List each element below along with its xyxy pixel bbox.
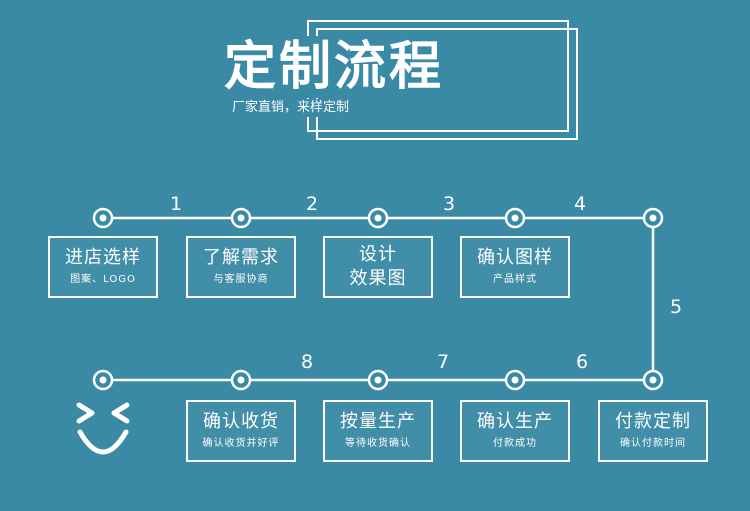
step-title: 付款定制 [615, 411, 691, 432]
step-number-7: 7 [436, 351, 450, 373]
node-dot [237, 214, 245, 222]
step-box-confirm-production: 确认生产 付款成功 [460, 400, 570, 462]
page-title: 定制流程 [218, 36, 451, 98]
step-subtitle: 与客服协商 [213, 274, 269, 285]
step-number-8: 8 [300, 351, 314, 373]
step-box-payment: 付款定制 确认付款时间 [598, 400, 708, 462]
step-number-3: 3 [442, 193, 456, 215]
step-box-select-style: 进店选样 图案、LOGO [48, 236, 158, 298]
step-title-line2: 效果图 [349, 268, 407, 289]
step-subtitle: 确认收货并好评 [202, 438, 280, 449]
step-title: 了解需求 [203, 247, 279, 268]
step-title: 按量生产 [340, 411, 416, 432]
step-number-2: 2 [305, 193, 319, 215]
step-subtitle: 等待收货确认 [345, 438, 411, 449]
step-title-line1: 设计 [359, 244, 397, 265]
step-box-understand-needs: 了解需求 与客服协商 [186, 236, 296, 298]
step-subtitle: 确认付款时间 [620, 438, 686, 449]
step-subtitle: 图案、LOGO [70, 274, 136, 285]
node-dot [237, 376, 245, 384]
step-box-mass-production: 按量生产 等待收货确认 [323, 400, 433, 462]
step-box-confirm-receipt: 确认收货 确认收货并好评 [186, 400, 296, 462]
smiley-face-icon [76, 402, 130, 455]
page-subtitle: 厂家直销，来样定制 [228, 99, 354, 117]
step-number-6: 6 [575, 351, 589, 373]
node-dot [99, 376, 107, 384]
step-title: 确认收货 [203, 411, 279, 432]
step-subtitle: 产品样式 [493, 274, 537, 285]
node-dot [649, 376, 657, 384]
step-subtitle: 付款成功 [493, 438, 537, 449]
step-number-5: 5 [669, 296, 683, 318]
step-number-4: 4 [573, 193, 587, 215]
node-dot [649, 214, 657, 222]
step-title: 进店选样 [65, 247, 141, 268]
step-box-confirm-pattern: 确认图样 产品样式 [460, 236, 570, 298]
node-dot [374, 376, 382, 384]
node-dot [374, 214, 382, 222]
node-dot [511, 214, 519, 222]
node-dot [99, 214, 107, 222]
step-box-design-rendering: 设计 效果图 [323, 236, 433, 298]
step-number-1: 1 [169, 193, 183, 215]
step-title: 确认生产 [477, 411, 553, 432]
step-title: 确认图样 [477, 247, 553, 268]
node-dot [511, 376, 519, 384]
